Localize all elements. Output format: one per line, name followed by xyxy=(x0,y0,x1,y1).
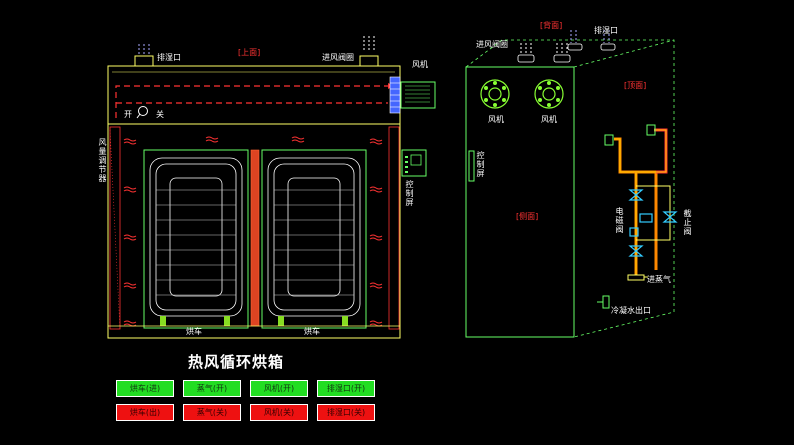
side-view-label: [侧面] xyxy=(516,212,539,221)
solenoid-valve-label: 电磁阀 xyxy=(615,207,624,234)
steam-on-button[interactable]: 蒸气(开) xyxy=(183,380,241,397)
top-face-label: [顶面] xyxy=(624,81,647,90)
damper-label: 风量调节器 xyxy=(98,138,107,183)
exhaust-open-button[interactable]: 排湿口(开) xyxy=(317,380,375,397)
fan-left-label: 风机 xyxy=(488,115,504,124)
exhaust-port-right-label: 排湿口 xyxy=(594,26,618,35)
cart-out-button[interactable]: 烘车(出) xyxy=(116,404,174,421)
condensate-outlet-label: 冷凝水出口 xyxy=(611,306,651,315)
front-view xyxy=(107,36,436,339)
top-view-label: [上面] xyxy=(238,48,261,57)
fan-on-button[interactable]: 风机(开) xyxy=(250,380,308,397)
cart-in-button[interactable]: 烘车(进) xyxy=(116,380,174,397)
page-title: 热风循环烘箱 xyxy=(188,353,285,371)
switch-off-label: 关 xyxy=(156,110,164,119)
inlet-valve-right-label: 进风阀圈 xyxy=(476,40,508,49)
cart-left-label: 烘车 xyxy=(186,327,202,336)
cart-right-label: 烘车 xyxy=(304,327,320,336)
exhaust-close-button[interactable]: 排湿口(关) xyxy=(317,404,375,421)
back-view-label: [背面] xyxy=(540,21,563,30)
fan-right-label: 风机 xyxy=(541,115,557,124)
inlet-valve-label: 进风阀圈 xyxy=(322,53,354,62)
steam-inlet-label: 进蒸气 xyxy=(647,275,671,284)
fan-label: 风机 xyxy=(412,60,428,69)
control-screen-right-label: 控制屏 xyxy=(476,151,485,178)
fan-off-button[interactable]: 风机(关) xyxy=(250,404,308,421)
steam-off-button[interactable]: 蒸气(关) xyxy=(183,404,241,421)
switch-on-label: 开 xyxy=(124,110,132,119)
exhaust-port-label: 排湿口 xyxy=(157,53,181,62)
stop-valve-label: 截止阀 xyxy=(683,209,692,236)
control-screen-label: 控制屏 xyxy=(405,180,414,207)
side-view xyxy=(465,30,678,338)
